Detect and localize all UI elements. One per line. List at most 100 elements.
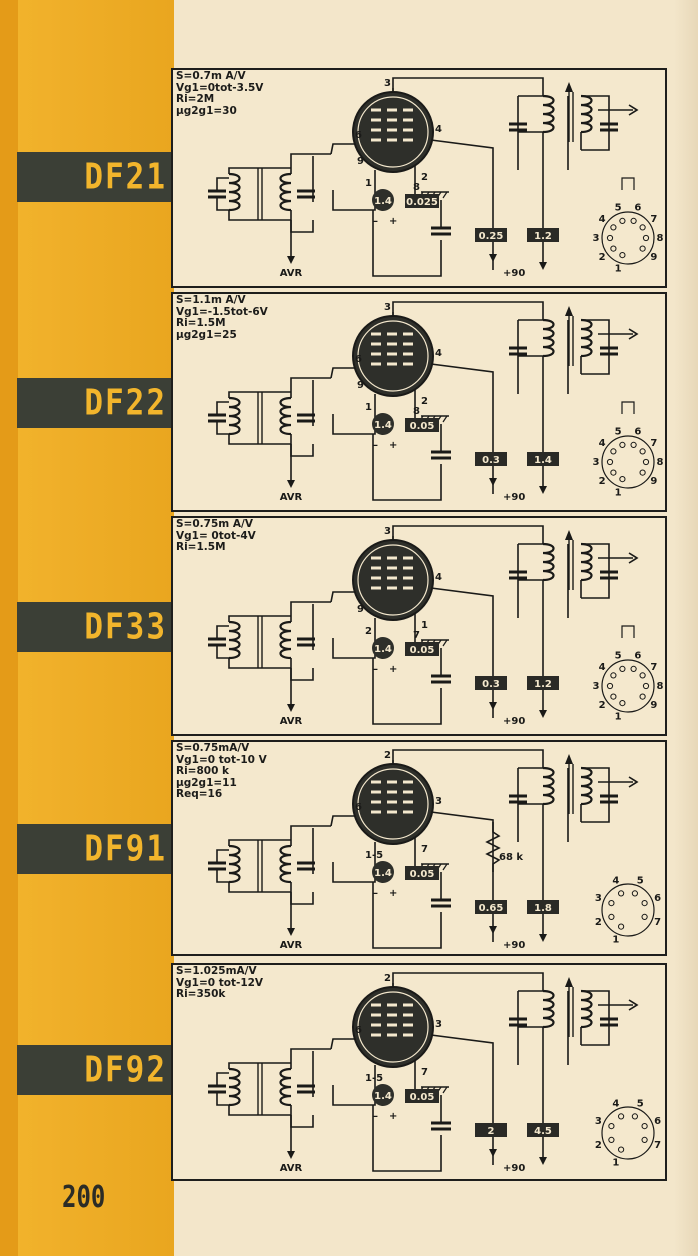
pin-anode-label: 2 [384,973,391,984]
spec-line: μg2g1=25 [176,328,237,341]
avr-arrow [287,1151,295,1159]
pin-filament-label: 1-5 [365,850,383,861]
tube-type-tag: DF92 [17,1045,175,1095]
avr-label: AVR [280,492,303,503]
input-capacitor-left [208,1084,226,1094]
pin-anode-label: 3 [384,78,391,89]
output-coil-primary [542,94,555,134]
plate-supply-arrow [539,1157,547,1165]
pin-g2-label: 4 [435,572,442,583]
socket-pin-label: 1 [612,1158,619,1169]
socket-pin-label: 3 [595,1116,602,1127]
pin-g3-label: 2 [421,172,428,183]
filament-current-box: 0.05 [405,1089,439,1103]
input-coil-primary [228,844,241,884]
screen-supply-arrow [489,478,497,486]
plate-voltage-box-text: 4.5 [534,1126,552,1137]
plate-voltage-box: 4.5 [527,1123,559,1137]
spec-line: Ri=1.5M [176,317,226,329]
input-capacitor-left [208,413,226,423]
polarity-minus: – [373,1111,378,1122]
heater-voltage: 1.4 [374,196,392,207]
socket-pin-label: 6 [654,893,661,904]
tube-envelope [352,539,434,621]
pin-g1-label-a: 6 [355,802,362,813]
pin-shield-label: 8 [413,406,420,417]
pin-g3-label: 7 [421,1067,428,1078]
pin-g2-label: 4 [435,124,442,135]
socket-pin-label: 1 [612,935,619,946]
output-capacitor-left [509,570,527,580]
margin-edge [0,0,18,1256]
avr-label: AVR [280,268,303,279]
polarity-plus: + [389,664,397,675]
heater-circle [372,189,394,211]
spec-line: Req=16 [176,788,223,800]
screen-supply-arrow [489,1149,497,1157]
output-capacitor-right [600,122,618,132]
input-capacitor-right [297,861,315,871]
supply-voltage: +90 [503,492,525,503]
screen-supply-arrow [489,926,497,934]
screen-voltage-box: 0.3 [475,676,507,690]
pin-shield-label: 8 [413,182,420,193]
spec-line: S=1.025mA/V [176,965,257,977]
output-capacitor-right [600,570,618,580]
tube-type-tag: DF33 [17,602,175,652]
output-capacitor-left [509,122,527,132]
pin-g1-label-a: 6 [355,1025,362,1036]
polarity-minus: – [373,440,378,451]
polarity-plus: + [389,440,397,451]
spec-line: Vg1=0tot-3.5V [176,81,264,94]
pin-g3-label: 2 [421,396,428,407]
heater-circle [372,1084,394,1106]
tube-type-label: DF33 [84,606,167,648]
pin-filament-label: 2 [365,626,372,637]
socket-pin-label: 5 [637,875,644,886]
socket-pin-label: 3 [593,681,600,692]
plate-supply-arrow [539,486,547,494]
socket-pin-label: 3 [593,457,600,468]
filament-current-box: 0.025 [405,194,439,208]
pin-shield-label: 7 [413,630,420,641]
polarity-plus: + [389,216,397,227]
output-coil-primary [542,766,555,806]
spec-line: Vg1=-1.5tot-6V [176,305,268,318]
polarity-minus: – [373,664,378,675]
screen-voltage-box-text: 0.25 [479,231,504,242]
spec-line: Vg1=0 tot-10 V [176,753,267,766]
socket-pin-label: 6 [654,1116,661,1127]
screen-voltage-box-text: 0.65 [479,903,504,914]
spec-line: S=0.75m A/V [176,518,253,530]
input-capacitor-left [208,861,226,871]
input-coil-primary [228,172,241,212]
socket-pin-label: 4 [599,214,606,225]
supply-voltage: +90 [503,716,525,727]
output-coil-secondary [580,989,593,1029]
socket-pin-label: 7 [650,662,657,673]
plate-supply-arrow [539,262,547,270]
spec-line: S=1.1m A/V [176,294,246,306]
socket-pin-label: 9 [650,700,657,711]
screen-voltage-box: 0.25 [475,228,507,242]
page-number: 200 [62,1180,106,1215]
input-capacitor-left [208,189,226,199]
supply-voltage: +90 [503,1163,525,1174]
input-coil-secondary [279,396,292,436]
pin-filament-label: 1-5 [365,1073,383,1084]
plate-voltage-box-text: 1.8 [534,903,552,914]
socket-pin-label: 4 [599,438,606,449]
pin-filament-label: 1 [365,402,372,413]
pin-g3-label: 1 [421,620,428,631]
pin-anode-label: 3 [384,526,391,537]
tube-type-label: DF21 [84,156,167,198]
input-capacitor-left [208,637,226,647]
